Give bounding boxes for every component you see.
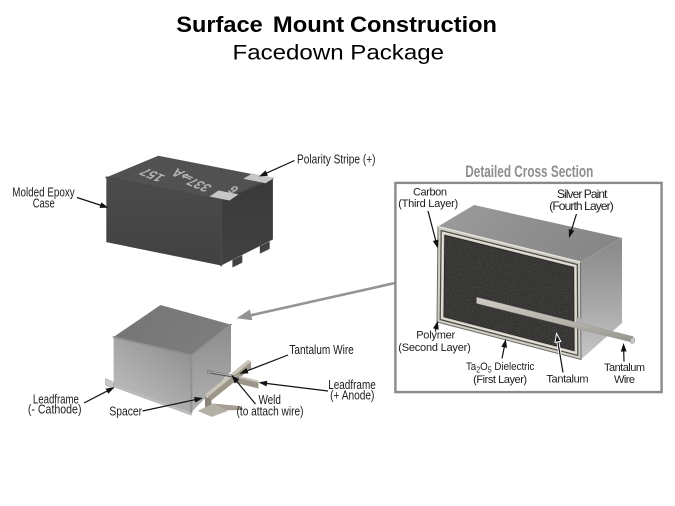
svg-text:Facedown Package: Facedown Package	[233, 41, 445, 65]
svg-text:Tantalum: Tantalum	[604, 362, 645, 374]
svg-text:Case: Case	[33, 195, 55, 210]
svg-text:Carbon: Carbon	[413, 187, 447, 199]
svg-text:Spacer: Spacer	[109, 404, 142, 419]
svg-text:Leadframe: Leadframe	[328, 377, 376, 392]
svg-text:(Second Layer): (Second Layer)	[398, 342, 471, 354]
svg-text:Silver Paint: Silver Paint	[557, 187, 608, 201]
svg-text:Weld: Weld	[258, 392, 281, 407]
svg-text:(First Layer): (First Layer)	[473, 374, 527, 386]
svg-text:Leadframe: Leadframe	[33, 391, 79, 406]
svg-text:⇒A: ⇒A	[167, 166, 199, 185]
svg-text:Mount: Mount	[273, 12, 345, 37]
svg-text:Polarity Stripe (+): Polarity Stripe (+)	[297, 152, 376, 167]
svg-text:Wire: Wire	[614, 374, 635, 386]
svg-text:Detailed Cross Section: Detailed Cross Section	[465, 162, 593, 181]
svg-text:Tantalum Wire: Tantalum Wire	[289, 342, 353, 357]
svg-text:(+ Anode): (+ Anode)	[330, 388, 374, 403]
svg-text:Surface: Surface	[176, 12, 262, 37]
svg-text:Ta2O5 Dielectric: Ta2O5 Dielectric	[466, 361, 535, 375]
svg-text:(Third Layer): (Third Layer)	[398, 198, 458, 210]
svg-text:(- Cathode): (- Cathode)	[28, 401, 82, 416]
svg-text:Tantalum: Tantalum	[546, 374, 588, 386]
svg-text:Construction: Construction	[350, 12, 497, 37]
svg-text:(to attach wire): (to attach wire)	[237, 404, 304, 419]
svg-text:(Fourth Layer): (Fourth Layer)	[549, 199, 614, 213]
svg-text:Polymer: Polymer	[416, 329, 455, 341]
svg-text:Molded Epoxy: Molded Epoxy	[12, 184, 75, 199]
